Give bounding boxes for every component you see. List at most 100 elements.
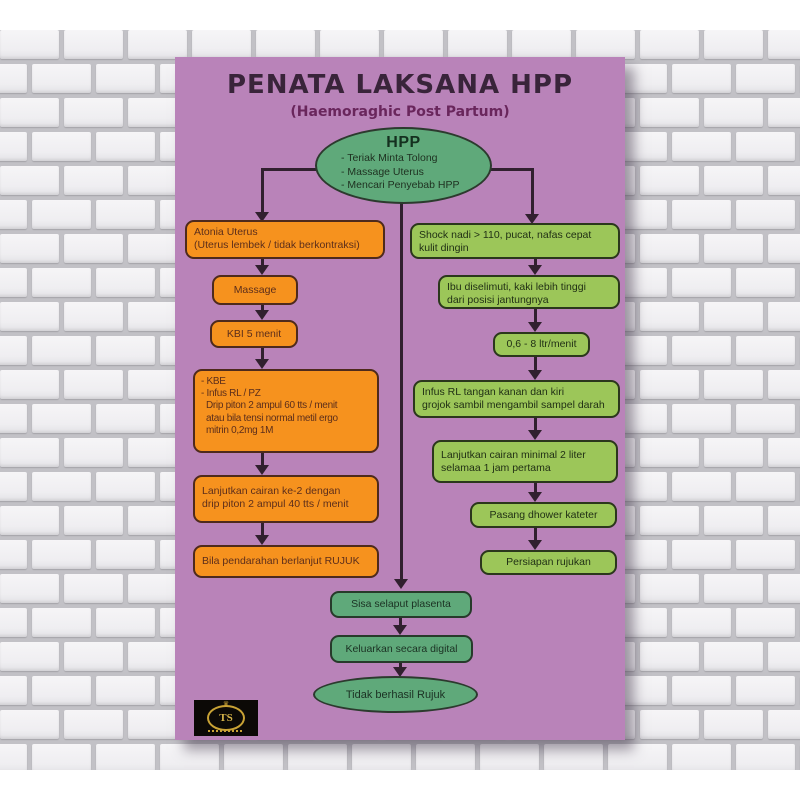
brick: [736, 268, 795, 297]
logo-caption-line: [208, 730, 244, 732]
brick: [768, 642, 800, 671]
flow-end-node: Tidak berhasil Rujuk: [313, 676, 478, 713]
brick: [768, 234, 800, 263]
poster-title: PENATA LAKSANA HPP: [226, 70, 574, 100]
logo-monogram: TS: [219, 712, 233, 724]
flow-box-lanjutkan-cairan-ke2: Lanjutkan cairan ke-2 dengan drip piton …: [193, 475, 379, 523]
logo-ring: TS: [207, 705, 245, 731]
brick: [0, 336, 27, 365]
brick: [704, 30, 763, 59]
brick: [0, 98, 59, 127]
brick: [64, 30, 123, 59]
brick: [640, 166, 699, 195]
brick: [64, 166, 123, 195]
flow-arrow: [393, 618, 407, 635]
brick: [736, 608, 795, 637]
brick: [32, 744, 91, 770]
brick: [64, 234, 123, 263]
brick: [0, 438, 59, 467]
brick: [640, 98, 699, 127]
brick: [32, 540, 91, 569]
brick: [0, 166, 59, 195]
brick: [768, 98, 800, 127]
brick: [0, 64, 27, 93]
brick: [704, 166, 763, 195]
brick: [672, 64, 731, 93]
brick: [32, 200, 91, 229]
brick: [736, 132, 795, 161]
brick: [0, 200, 27, 229]
brick: [0, 506, 59, 535]
brick: [96, 200, 155, 229]
brick: [736, 336, 795, 365]
brick: [32, 268, 91, 297]
flow-arrow: [255, 258, 269, 275]
brick: [704, 302, 763, 331]
flow-box-atonia-uterus: Atonia Uterus (Uterus lembek / tidak ber…: [185, 220, 385, 259]
flow-box-keluarkan-digital: Keluarkan secara digital: [330, 635, 473, 663]
brick: [640, 642, 699, 671]
flow-arrow: [528, 418, 542, 440]
flow-arrow: [528, 308, 542, 332]
flow-box-massage: Massage: [212, 275, 298, 305]
brick: [96, 608, 155, 637]
brick: [672, 200, 731, 229]
brick: [0, 234, 59, 263]
brick: [704, 710, 763, 739]
brick: [736, 404, 795, 433]
brick: [640, 302, 699, 331]
brick: [288, 744, 347, 770]
brick: [608, 744, 667, 770]
brick: [768, 166, 800, 195]
brick: [640, 234, 699, 263]
brick: [32, 336, 91, 365]
brick: [704, 574, 763, 603]
brick: [672, 336, 731, 365]
brick: [448, 30, 507, 59]
flow-arrow: [528, 483, 542, 502]
brick: [0, 744, 27, 770]
brick: [96, 472, 155, 501]
flow-box-ibu-diselimuti: Ibu diselimuti, kaki lebih tinggi dari p…: [438, 275, 620, 309]
brick: [64, 438, 123, 467]
flow-box-lanjutkan-cairan-minimal: Lanjutkan cairan minimal 2 liter selamaa…: [432, 440, 618, 483]
brick: [640, 710, 699, 739]
poster-subtitle: (Haemoraghic Post Partum): [290, 104, 510, 120]
flow-arrow: [525, 168, 539, 224]
brick: [224, 744, 283, 770]
brick: [672, 540, 731, 569]
flow-arrow: [528, 258, 542, 275]
brick: [0, 540, 27, 569]
brick: [192, 30, 251, 59]
brick: [0, 608, 27, 637]
brick: [672, 472, 731, 501]
brick: [672, 676, 731, 705]
brick: [64, 710, 123, 739]
brick: [768, 370, 800, 399]
flow-arrow: [255, 453, 269, 475]
brick: [64, 642, 123, 671]
brick: [736, 472, 795, 501]
brick: [736, 676, 795, 705]
brick: [544, 744, 603, 770]
brick: [160, 744, 219, 770]
brick: [32, 676, 91, 705]
start-node-item: - Teriak Minta Tolong: [341, 152, 438, 164]
flow-box-rujuk: Bila pendarahan berlanjut RUJUK: [193, 545, 379, 578]
brick: [64, 574, 123, 603]
brick: [768, 438, 800, 467]
brick: [480, 744, 539, 770]
brick: [32, 64, 91, 93]
brick: [704, 438, 763, 467]
brick: [704, 234, 763, 263]
brick: [768, 574, 800, 603]
brick: [576, 30, 635, 59]
brick: [256, 30, 315, 59]
start-node-item: - Mencari Penyebab HPP: [341, 179, 460, 192]
brick: [352, 744, 411, 770]
brick: [128, 30, 187, 59]
brick: [0, 268, 27, 297]
brick: [0, 370, 59, 399]
brick: [736, 540, 795, 569]
